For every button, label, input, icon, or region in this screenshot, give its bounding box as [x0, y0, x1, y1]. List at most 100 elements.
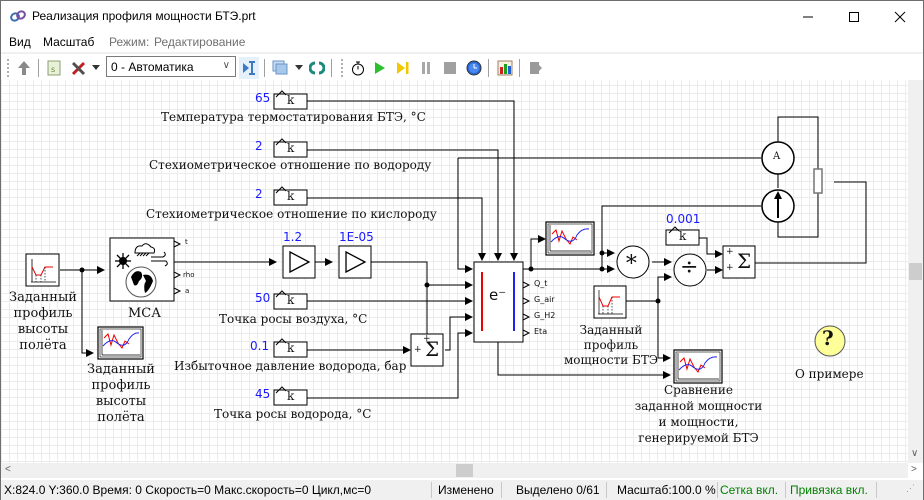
port-label: Q_t	[534, 279, 548, 288]
tools-dropdown[interactable]	[91, 57, 101, 79]
ammeter-symbol: A	[773, 151, 781, 162]
step-into-button[interactable]	[239, 57, 259, 79]
constant-value: 45	[255, 387, 271, 401]
stopwatch-button[interactable]	[348, 57, 368, 79]
menu-scale[interactable]: Масштаб	[43, 35, 95, 49]
layers-dropdown[interactable]	[294, 57, 304, 79]
wire	[657, 301, 671, 362]
help-icon[interactable]: ?	[822, 326, 834, 350]
horizontal-scroll-thumb[interactable]	[456, 464, 473, 477]
mode-value: Редактирование	[154, 35, 246, 49]
minimize-button[interactable]	[785, 1, 831, 32]
horizontal-scrollbar[interactable]: < >	[1, 463, 917, 478]
junction-dot	[79, 267, 85, 273]
charts-button[interactable]	[495, 57, 515, 79]
script-button[interactable]: s	[45, 57, 63, 79]
constant-block[interactable]	[273, 386, 308, 406]
constant-block[interactable]	[665, 226, 700, 246]
comparison-plot-block[interactable]	[673, 349, 723, 384]
fuel-cell-block[interactable]	[473, 261, 531, 343]
run-button[interactable]	[371, 57, 389, 79]
minimize-icon	[803, 16, 813, 17]
menu-view[interactable]: Вид	[9, 35, 31, 49]
wire	[497, 342, 671, 379]
constant-block[interactable]	[273, 138, 308, 158]
status-grid: Сетка вкл.	[720, 483, 779, 497]
bar-chart-icon	[497, 60, 513, 76]
gain-block[interactable]	[338, 245, 372, 279]
sync-button[interactable]	[307, 57, 327, 79]
toolbar-separator	[488, 59, 489, 77]
gain-block[interactable]	[282, 245, 316, 279]
clock-icon	[466, 60, 482, 76]
tools-button[interactable]	[69, 57, 89, 79]
close-icon	[894, 11, 906, 22]
diagram-canvas[interactable]: 65 2 2 50 0.1 45 0.001 1.2 1E-05 k k k k…	[1, 80, 908, 463]
time-settings-button[interactable]	[464, 57, 484, 79]
altitude-plot-block[interactable]	[97, 326, 144, 360]
toolbar-grip[interactable]	[7, 59, 9, 77]
toolbar: s 0 - Автоматика ∨	[1, 52, 923, 79]
step-icon	[397, 62, 409, 74]
toolbar-separator	[519, 59, 520, 77]
vertical-scrollbar[interactable]: ∨	[908, 80, 923, 463]
constant-block[interactable]	[273, 90, 308, 110]
help-label: О примере	[795, 367, 864, 381]
resize-grip-icon[interactable]: ⋰	[906, 483, 915, 493]
constant-symbol: k	[679, 229, 687, 243]
power-profile-block[interactable]	[593, 285, 627, 319]
help-block[interactable]	[814, 325, 846, 357]
altitude-profile-block[interactable]	[25, 253, 60, 287]
close-button[interactable]	[877, 1, 923, 32]
stop-button[interactable]	[442, 57, 458, 79]
current-source-block[interactable]	[761, 189, 795, 223]
scroll-down-icon[interactable]: ∨	[911, 448, 919, 459]
layers-button[interactable]	[271, 57, 291, 79]
wire	[601, 205, 761, 253]
step-button[interactable]	[394, 57, 412, 79]
layers-icon	[272, 60, 288, 75]
stopwatch-icon	[352, 61, 364, 76]
sum-block[interactable]	[410, 333, 444, 367]
multiply-block[interactable]	[616, 245, 650, 279]
status-zoom: Масштаб:100.0 %	[617, 483, 716, 497]
toolbar-separator	[264, 59, 265, 77]
dropdown-icon	[92, 65, 100, 70]
title-bar: Реализация профиля мощности БТЭ.prt	[1, 1, 923, 32]
divide-block[interactable]	[673, 253, 707, 287]
exit-button[interactable]	[526, 57, 546, 79]
resistor-block[interactable]	[813, 168, 823, 194]
scroll-left-icon[interactable]: <	[5, 464, 11, 475]
maximize-button[interactable]	[831, 1, 877, 32]
menu-bar: Вид Масштаб Режим: Редактирование	[1, 32, 923, 52]
constant-value: 65	[255, 91, 271, 105]
wire	[777, 116, 819, 169]
scroll-right-icon[interactable]: >	[911, 464, 917, 475]
svg-text:s: s	[51, 65, 55, 74]
cloud-icon	[134, 243, 156, 254]
up-button[interactable]	[14, 57, 34, 79]
port-label: G_H2	[534, 311, 556, 320]
exit-icon	[530, 62, 542, 74]
pause-button[interactable]	[419, 57, 433, 79]
gain-value: 1.2	[283, 230, 303, 244]
altitude-plot-label: Заданный профиль высоты полёта	[87, 362, 155, 425]
ammeter-block[interactable]	[761, 141, 795, 175]
sum-block[interactable]	[722, 245, 756, 279]
wire	[626, 273, 672, 302]
model-combo[interactable]: 0 - Автоматика ∨	[106, 56, 236, 77]
wind-icon	[151, 251, 168, 267]
fuel-cell-symbol: e⁻	[489, 286, 507, 304]
status-separator	[431, 482, 432, 498]
status-selected: Выделено 0/61	[516, 483, 600, 497]
toolbar-grip[interactable]	[341, 59, 343, 77]
constant-block[interactable]	[273, 290, 308, 310]
atmosphere-block[interactable]	[109, 237, 182, 302]
status-separator	[717, 482, 718, 498]
constant-block[interactable]	[273, 338, 308, 358]
status-modified: Изменено	[438, 483, 494, 497]
vertical-scroll-thumb[interactable]	[909, 263, 922, 280]
fc-output-plot-block[interactable]	[545, 221, 595, 256]
constant-value: 2	[255, 187, 263, 201]
constant-block[interactable]	[273, 186, 308, 206]
